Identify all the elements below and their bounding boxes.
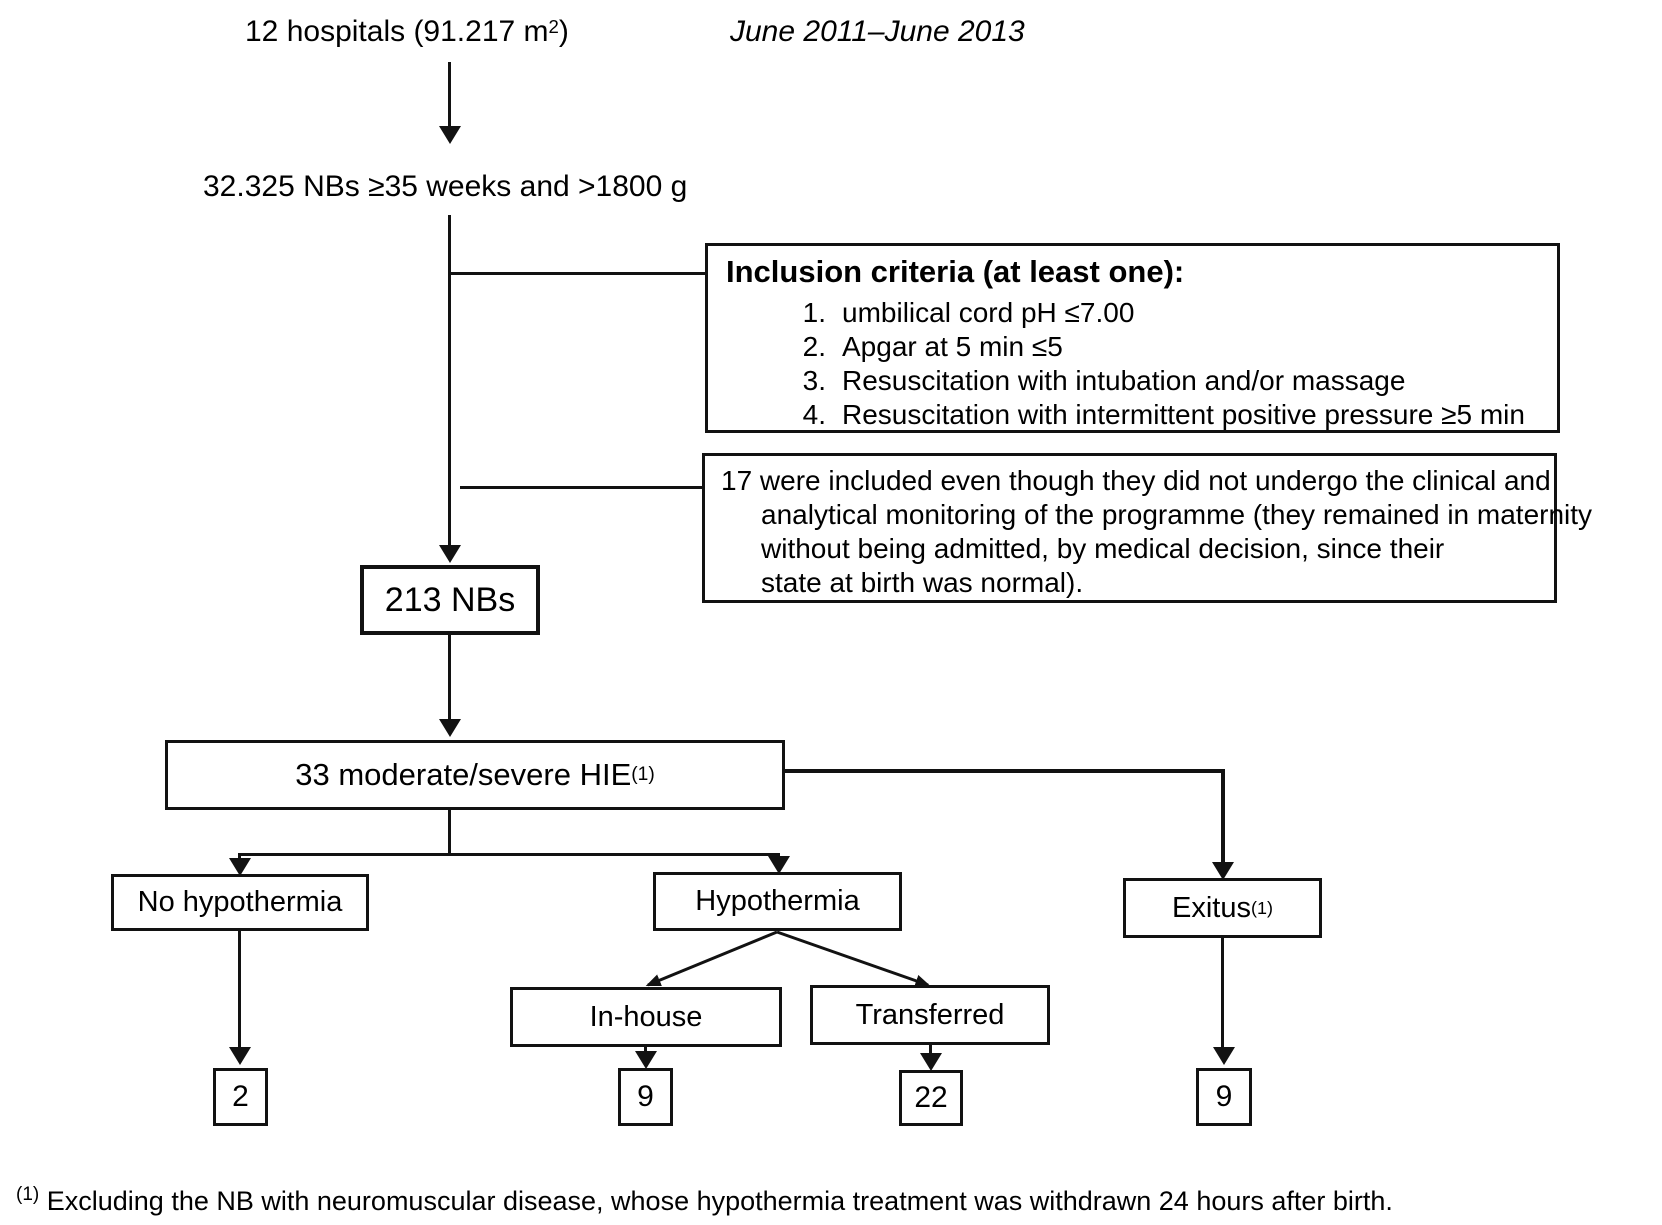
inclusion-item-number: 1. <box>802 297 826 328</box>
connector-main-axis <box>448 215 451 547</box>
connector-in-house-count <box>644 1047 647 1053</box>
note17-panel: 17 were included even though they did no… <box>702 453 1593 603</box>
connector-hie-exitus-vertical <box>1221 769 1225 864</box>
inclusion-item: 1. umbilical cord pH ≤7.00 <box>788 296 1557 330</box>
connector-stem-no-hypothermia <box>238 853 241 861</box>
footnote-text: Excluding the NB with neuromuscular dise… <box>46 1186 1393 1216</box>
note17-line: 17 were included even though they did no… <box>721 465 1551 496</box>
arrowhead-into-exitus <box>1212 862 1234 880</box>
arrowhead-hospitals-cohort <box>439 126 461 144</box>
title-hospitals: 12 hospitals (91.217 m2) <box>245 15 569 49</box>
connector-no-hypothermia-count <box>238 931 241 1049</box>
arrowhead-count-transferred <box>920 1053 942 1071</box>
inclusion-item: 4. Resuscitation with intermittent positi… <box>788 398 1557 432</box>
connector-branch-horizontal <box>238 853 780 856</box>
inclusion-item: 3. Resuscitation with intubation and/or m… <box>788 364 1557 398</box>
connector-transferred-count <box>929 1045 932 1055</box>
inclusion-item-text: Resuscitation with intubation and/or mas… <box>842 365 1406 396</box>
inclusion-item: 2. Apgar at 5 min ≤5 <box>788 330 1557 364</box>
node-hie: 33 moderate/severe HIE(1) <box>165 740 785 810</box>
note17-line: analytical monitoring of the programme (… <box>761 499 1593 530</box>
inclusion-item-number: 2. <box>802 331 826 362</box>
inclusion-criteria-panel: Inclusion criteria (at least one): 1. umb… <box>705 243 1560 433</box>
node-exitus-sup: (1) <box>1251 897 1273 918</box>
connector-213-hie <box>448 635 451 721</box>
title-hospitals-sup: 2 <box>548 16 559 37</box>
connector-hypothermia-inhouse <box>645 930 778 987</box>
footnote: (1) Excluding the NB with neuromuscular … <box>16 1184 1393 1217</box>
connector-hypothermia-transferred <box>776 930 931 987</box>
inclusion-item-number: 4. <box>802 399 826 430</box>
footnote-sup: (1) <box>16 1184 40 1205</box>
inclusion-list: 1. umbilical cord pH ≤7.00 2. Apgar at 5 m… <box>788 296 1557 432</box>
node-hie-text: 33 moderate/severe HIE <box>295 757 632 792</box>
note17-line: state at birth was normal). <box>761 567 1084 598</box>
connector-note17-branch <box>460 486 702 489</box>
arrowhead-into-hypothermia <box>768 856 790 874</box>
connector-hospitals-cohort <box>448 62 451 128</box>
count-in-house: 9 <box>618 1068 673 1126</box>
node-transferred: Transferred <box>810 985 1050 1045</box>
title-hospitals-paren: ) <box>558 15 569 48</box>
node-no-hypothermia: No hypothermia <box>111 874 369 931</box>
inclusion-item-text: Apgar at 5 min ≤5 <box>842 331 1063 362</box>
arrowhead-count-in-house <box>635 1051 657 1069</box>
cohort-text: 32.325 NBs ≥35 weeks and >1800 g <box>203 170 688 203</box>
count-no-hypothermia: 2 <box>213 1068 268 1126</box>
node-hypothermia: Hypothermia <box>653 872 902 931</box>
title-hospitals-text: 12 hospitals (91.217 m <box>245 15 549 48</box>
inclusion-item-number: 3. <box>802 365 826 396</box>
count-exitus: 9 <box>1196 1068 1252 1126</box>
arrowhead-into-213 <box>439 545 461 563</box>
count-transferred: 22 <box>899 1070 963 1126</box>
connector-exitus-count <box>1221 938 1224 1049</box>
arrowhead-into-no-hypothermia <box>229 858 251 876</box>
node-in-house: In-house <box>510 987 782 1047</box>
connector-hie-exitus-horizontal <box>785 769 1225 773</box>
inclusion-item-text: umbilical cord pH ≤7.00 <box>842 297 1135 328</box>
hypothermia-split-arrows <box>645 930 931 987</box>
arrowhead-into-hie <box>439 719 461 737</box>
node-hie-sup: (1) <box>631 764 655 785</box>
connector-hie-down <box>448 810 451 856</box>
arrowhead-count-exitus <box>1213 1047 1235 1065</box>
connector-inclusion-branch <box>450 272 705 275</box>
node-exitus-text: Exitus <box>1172 891 1251 924</box>
note17-line: without being admitted, by medical decis… <box>761 533 1445 564</box>
inclusion-heading: Inclusion criteria (at least one): <box>726 254 1185 289</box>
title-period: June 2011–June 2013 <box>730 15 1025 48</box>
inclusion-item-text: Resuscitation with intermittent positive… <box>842 399 1525 430</box>
arrowhead-count-no-hypothermia <box>229 1047 251 1065</box>
node-213-nbs: 213 NBs <box>360 565 540 635</box>
node-exitus: Exitus(1) <box>1123 878 1322 938</box>
